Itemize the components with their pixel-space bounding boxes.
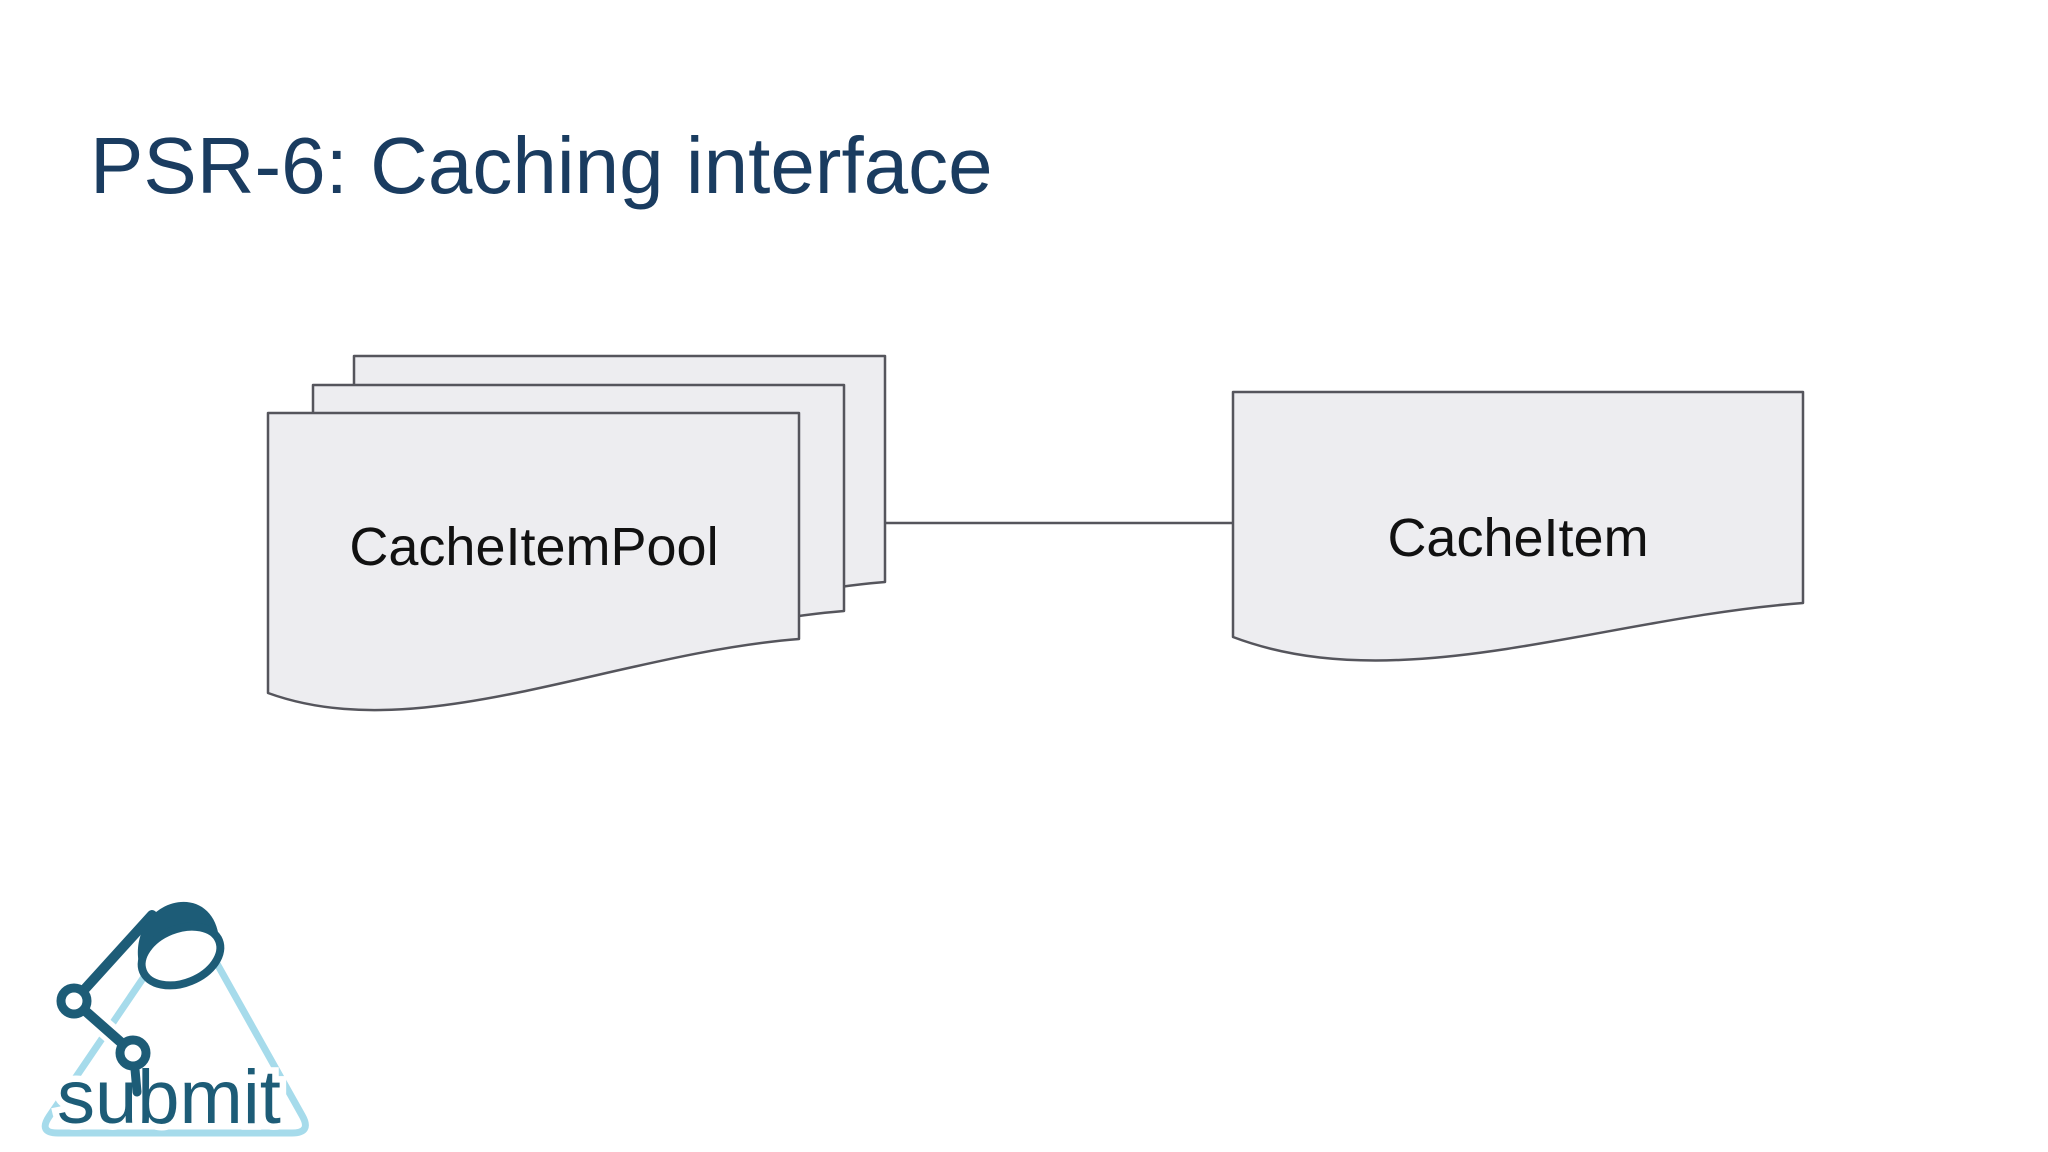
lamp-shade-rim [137, 922, 225, 990]
logo-wordmark: submit [57, 1055, 281, 1140]
lamp-joint-lower [115, 1035, 151, 1071]
node-cache-item-pool: CacheItemPool [266, 354, 887, 712]
desk-lamp-icon [56, 901, 225, 1097]
lamp-joint-upper [56, 983, 92, 1019]
node-label-cache-item: CacheItem [1387, 508, 1648, 568]
node-label-cache-item-pool: CacheItemPool [349, 517, 718, 577]
node-cache-item: CacheItem [1231, 390, 1805, 662]
document-shape-front [266, 411, 801, 712]
page-title: PSR-6: Caching interface [90, 121, 993, 210]
lamp-arm-upper [69, 910, 157, 1006]
document-shape-single [1231, 390, 1805, 662]
submit-logo: submit [41, 901, 309, 1147]
